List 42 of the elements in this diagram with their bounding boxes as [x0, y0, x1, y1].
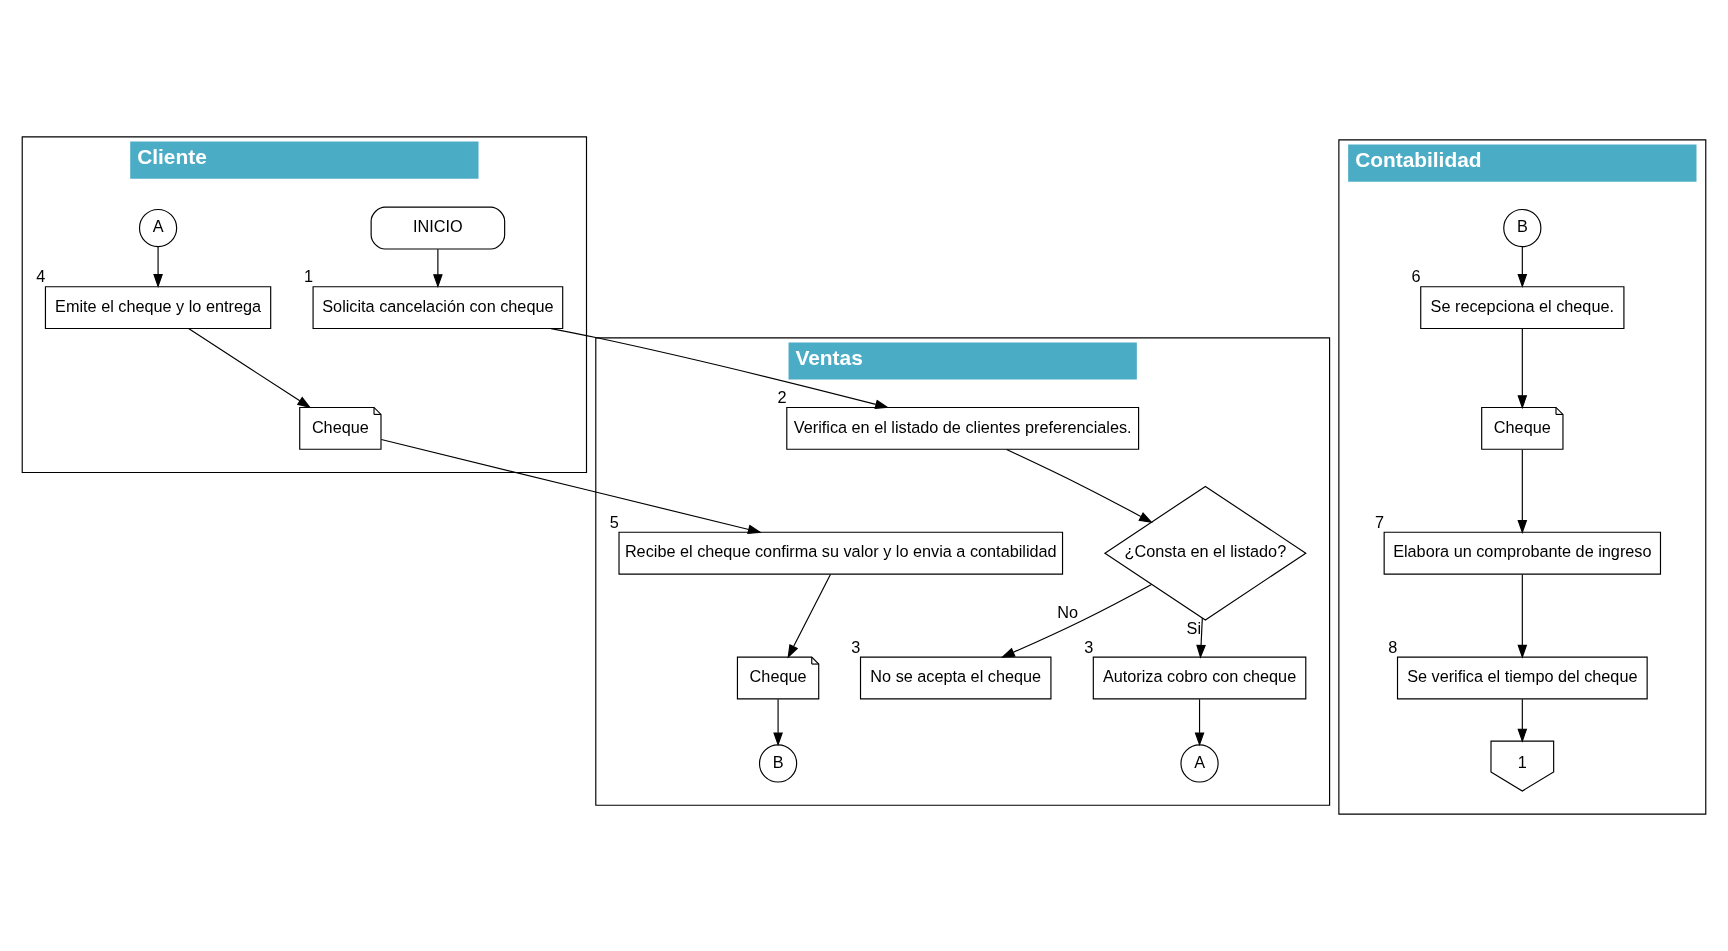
node-label: 2: [777, 388, 787, 407]
node-box: Emite el cheque y lo entrega: [44, 286, 272, 330]
node-label: 7: [1374, 512, 1385, 531]
node-box: Autoriza cobro con cheque: [1092, 656, 1307, 700]
node-box: Se recepciona el cheque.: [1420, 286, 1625, 330]
node-box: Solicita cancelación con cheque: [312, 286, 564, 330]
node-box: No se acepta el cheque: [859, 656, 1052, 700]
node-label: 3: [851, 637, 861, 656]
node-box: Recibe el cheque confirma su valor y lo envia a contabilidad: [618, 531, 1064, 575]
node-circle: A: [1180, 744, 1219, 783]
arrow: [380, 438, 762, 535]
arrow: [188, 328, 312, 409]
node-box: Elabora un comprobante de ingreso: [1383, 531, 1662, 575]
arrow: [773, 698, 783, 747]
node-label: 6: [1411, 267, 1421, 286]
edge-label: Si: [1186, 618, 1202, 637]
node-label: 5: [609, 512, 619, 531]
arrow: [1517, 449, 1528, 534]
node-label: 4: [36, 267, 46, 286]
node-box: Se verifica el tiempo del cheque: [1396, 656, 1648, 700]
node-diamond: ¿Consta en el listado?: [1103, 485, 1307, 621]
arrow: [1517, 698, 1528, 743]
arrow: [1005, 448, 1153, 523]
arrow: [1196, 617, 1206, 659]
arrow: [787, 573, 831, 659]
node-circle: A: [138, 208, 178, 248]
node-circle: B: [1503, 208, 1542, 248]
node-box: Verifica en el listado de clientes preferenciales.: [786, 406, 1140, 450]
arrow: [1517, 246, 1528, 289]
arrow: [153, 246, 163, 289]
edge-label: No: [1057, 603, 1079, 622]
arrow: [1194, 698, 1205, 747]
arrow: [550, 328, 890, 410]
node-label: 1: [303, 267, 313, 286]
node-label: 8: [1388, 637, 1398, 656]
node-circle: B: [758, 744, 798, 783]
node-label: 3: [1084, 637, 1094, 656]
node-box: INICIO: [370, 206, 506, 250]
arrow: [1517, 328, 1528, 410]
arrow: [1517, 573, 1528, 659]
arrow: [1000, 583, 1153, 658]
arrow: [433, 248, 443, 289]
